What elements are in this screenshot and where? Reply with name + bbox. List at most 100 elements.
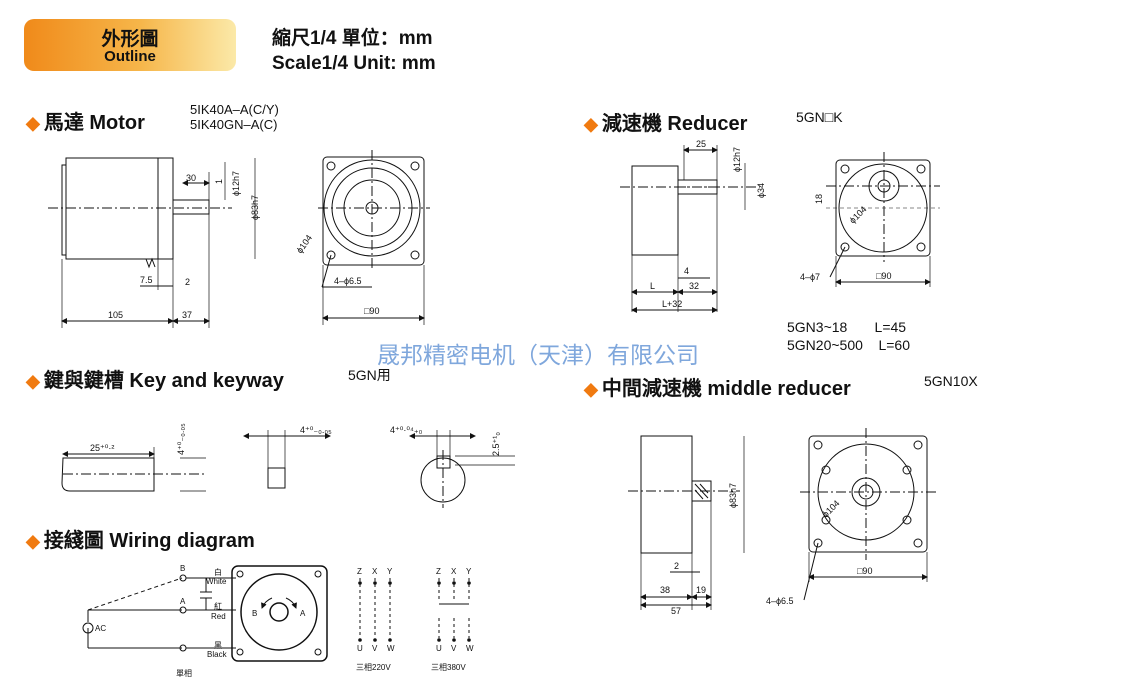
motor-dim-phi83: ϕ83h7 (250, 195, 260, 220)
reducer-dim-18: 18 (814, 194, 824, 204)
key-dim-width: 4⁺⁰₋₀.₀₅ (176, 423, 186, 455)
wire-label-A: A (180, 597, 186, 606)
wire-black-cn: 黑 (214, 641, 222, 650)
middle-reducer-front-view (800, 428, 937, 601)
motor-dim-phi12: ϕ12h7 (231, 171, 241, 196)
motor-dim-7-5: 7.5 (140, 275, 153, 285)
motor-dim-holes: 4–ϕ6.5 (334, 276, 362, 286)
motor-side-view (48, 157, 232, 269)
tp220-Z: Z (357, 567, 362, 576)
middle-dim-38: 38 (660, 585, 670, 595)
tp220-U: U (357, 644, 363, 653)
tp380-label: 三相380V (431, 662, 466, 672)
motor-dim-sq90: □90 (364, 306, 379, 316)
keyway-dim-width: 4⁺⁰₋₀.₀₅ (300, 425, 332, 435)
reducer-section-title: ◆減速機 Reducer (584, 107, 747, 136)
middle-section-title: ◆中間減速機 middle reducer (584, 372, 851, 401)
keyway-dim-slot: 4⁺⁰·⁰⁴₊₀ (390, 425, 423, 435)
diamond-icon: ◆ (26, 531, 40, 551)
company-watermark: 晟邦精密电机（天津）有限公司 (377, 343, 699, 369)
wire-single-phase: 單相 (176, 668, 192, 678)
key-drawing (61, 430, 515, 508)
badge-title-en: Outline (104, 48, 156, 65)
reducer-title-text: 減速機 Reducer (601, 113, 748, 135)
scale-en: Scale1/4 Unit: mm (272, 53, 436, 74)
middle-reducer-side-view (628, 435, 745, 610)
tp220-label: 三相220V (356, 662, 391, 672)
wire-red: Red (211, 612, 226, 621)
tp380-W: W (466, 644, 474, 653)
rotation-B: B (252, 609, 257, 618)
wire-red-cn: 紅 (214, 601, 222, 611)
wire-label-B: B (180, 564, 185, 573)
outline-badge: 外形圖 Outline (24, 19, 236, 71)
tp380-U: U (436, 644, 442, 653)
diamond-icon: ◆ (584, 379, 598, 399)
scale-cn: 縮尺1/4 單位：mm (272, 28, 433, 49)
tp220-X: X (372, 567, 378, 576)
motor-dim-105: 105 (108, 310, 123, 320)
reducer-length-1: 5GN3~18 L=45 (787, 319, 907, 335)
motor-model-1: 5IK40A–A(C/Y) (190, 102, 279, 117)
motor-model-2: 5IK40GN–A(C) (190, 117, 278, 132)
diamond-icon: ◆ (26, 371, 40, 391)
reducer-model: 5GN□K (796, 109, 843, 125)
reducer-dim-32: 32 (689, 281, 699, 291)
key-dim-length: 25⁺⁰·² (90, 443, 114, 453)
motor-dim-37: 37 (182, 310, 192, 320)
middle-model: 5GN10X (924, 373, 978, 389)
reducer-dim-4: 4 (684, 266, 689, 276)
tp380-V: V (451, 644, 457, 653)
reducer-dim-phi12: ϕ12h7 (732, 147, 742, 172)
tp220-Y: Y (387, 567, 393, 576)
motor-title-text: 馬達 Motor (43, 112, 145, 134)
key-model: 5GN用 (348, 367, 391, 383)
motor-dim-phi104: ϕ104 (294, 233, 314, 255)
middle-dim-phi83: ϕ83h7 (728, 483, 738, 508)
reducer-dim-phi34: ϕ34 (756, 183, 766, 198)
terminal-dots (358, 581, 471, 642)
wiring-title-text: 接綫圖 Wiring diagram (43, 530, 255, 552)
rotation-A: A (300, 609, 306, 618)
reducer-dim-25: 25 (696, 139, 706, 149)
wire-white: White (206, 577, 227, 586)
tp380-Z: Z (436, 567, 441, 576)
reducer-dim-L32: L+32 (662, 299, 682, 309)
wire-black: Black (207, 650, 228, 659)
middle-title-text: 中間減速機 middle reducer (601, 378, 851, 400)
middle-dim-holes: 4–ϕ6.5 (766, 596, 794, 606)
middle-dim-2: 2 (674, 561, 679, 571)
three-phase-220v (359, 578, 391, 638)
tp380-Y: Y (466, 567, 472, 576)
diamond-icon: ◆ (26, 113, 40, 133)
middle-dim-57: 57 (671, 606, 681, 616)
reducer-front-view (826, 152, 940, 287)
motor-dim-2: 2 (185, 277, 190, 287)
tp220-W: W (387, 644, 395, 653)
reducer-length-2: 5GN20~500 L=60 (787, 337, 910, 353)
middle-dim-phi104: ϕ104 (820, 498, 841, 519)
keyway-dim-depth: 2.5⁺¹₀ (491, 432, 501, 456)
motor-dim-30: 30 (186, 173, 196, 183)
middle-dim-19: 19 (696, 585, 706, 595)
reducer-dim-sq90: □90 (876, 271, 891, 281)
wire-ac: AC (95, 624, 106, 633)
key-section-title: ◆鍵與鍵槽 Key and keyway (26, 364, 284, 393)
motor-front-view (318, 150, 430, 325)
middle-dim-sq90: □90 (857, 566, 872, 576)
wiring-diagram (82, 565, 470, 662)
reducer-side-view (620, 145, 760, 313)
reducer-dim-phi104: ϕ104 (847, 204, 868, 225)
diamond-icon: ◆ (584, 114, 598, 134)
motor-dim-1: 1 (214, 179, 224, 184)
reducer-dim-L: L (650, 281, 655, 291)
motor-section-title: ◆馬達 Motor (26, 106, 145, 135)
reducer-dim-holes: 4–ϕ7 (800, 272, 820, 282)
tp380-X: X (451, 567, 457, 576)
three-phase-380v (438, 578, 470, 638)
key-title-text: 鍵與鍵槽 Key and keyway (43, 370, 284, 392)
wiring-section-title: ◆接綫圖 Wiring diagram (26, 524, 255, 553)
tp220-V: V (372, 644, 378, 653)
wire-white-cn: 白 (214, 567, 222, 577)
